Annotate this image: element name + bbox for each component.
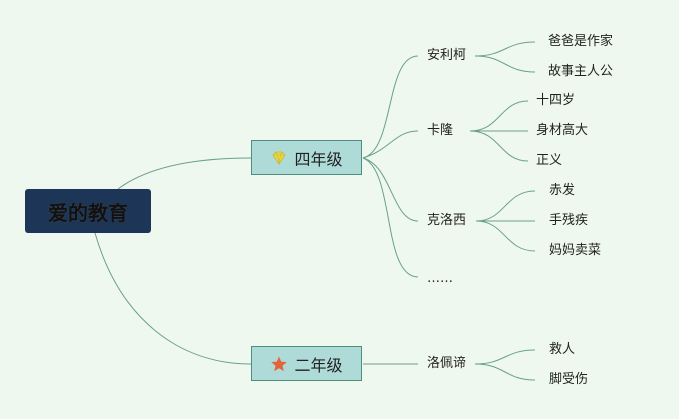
branch-grade4-label: 四年级 <box>294 149 343 169</box>
connector-luopeidi-trait2 <box>474 363 536 381</box>
connector-anlike-trait2 <box>474 55 536 73</box>
character-node[interactable]: 克洛西 <box>427 213 467 228</box>
star-icon <box>270 355 288 373</box>
connector-kalong-trait1 <box>469 100 529 132</box>
connector-keluoxi-trait1 <box>475 190 536 222</box>
trait-node[interactable]: 爸爸是作家 <box>548 34 614 49</box>
connector-grade4-ellipsis <box>362 157 419 278</box>
connector-keluoxi-trait3 <box>475 220 536 252</box>
connector-luopeidi-trait1 <box>474 349 536 365</box>
trait-node[interactable]: 手残疾 <box>549 213 589 228</box>
character-node[interactable]: 洛佩谛 <box>427 356 467 371</box>
connector-root-grade2 <box>94 232 252 365</box>
connector-root-grade4 <box>117 157 252 190</box>
connector-grade4-anlike <box>362 55 419 159</box>
trait-node[interactable]: 身材高大 <box>536 123 589 138</box>
trait-node[interactable]: 故事主人公 <box>548 64 614 79</box>
branch-grade2-label: 二年级 <box>294 355 343 375</box>
character-node-ellipsis[interactable]: …… <box>427 271 453 286</box>
character-node[interactable]: 卡隆 <box>427 123 454 138</box>
root-topic-label: 爱的教育 <box>48 200 128 225</box>
connector-grade4-keluoxi <box>362 157 419 222</box>
trait-node[interactable]: 救人 <box>549 342 576 357</box>
trait-node[interactable]: 妈妈卖菜 <box>549 243 602 258</box>
trait-node[interactable]: 正义 <box>536 153 563 168</box>
connector-anlike-trait1 <box>474 41 536 57</box>
character-node[interactable]: 安利柯 <box>427 48 467 63</box>
root-topic[interactable]: 爱的教育 <box>25 189 151 233</box>
branch-grade4[interactable]: 四年级 <box>251 140 362 175</box>
gem-icon <box>270 149 288 167</box>
branch-grade2[interactable]: 二年级 <box>251 346 362 381</box>
trait-node[interactable]: 十四岁 <box>536 93 576 108</box>
trait-node[interactable]: 脚受伤 <box>549 372 589 387</box>
trait-node[interactable]: 赤发 <box>549 183 576 198</box>
connector-grade4-kalong <box>362 130 419 159</box>
connector-kalong-trait3 <box>469 130 529 162</box>
